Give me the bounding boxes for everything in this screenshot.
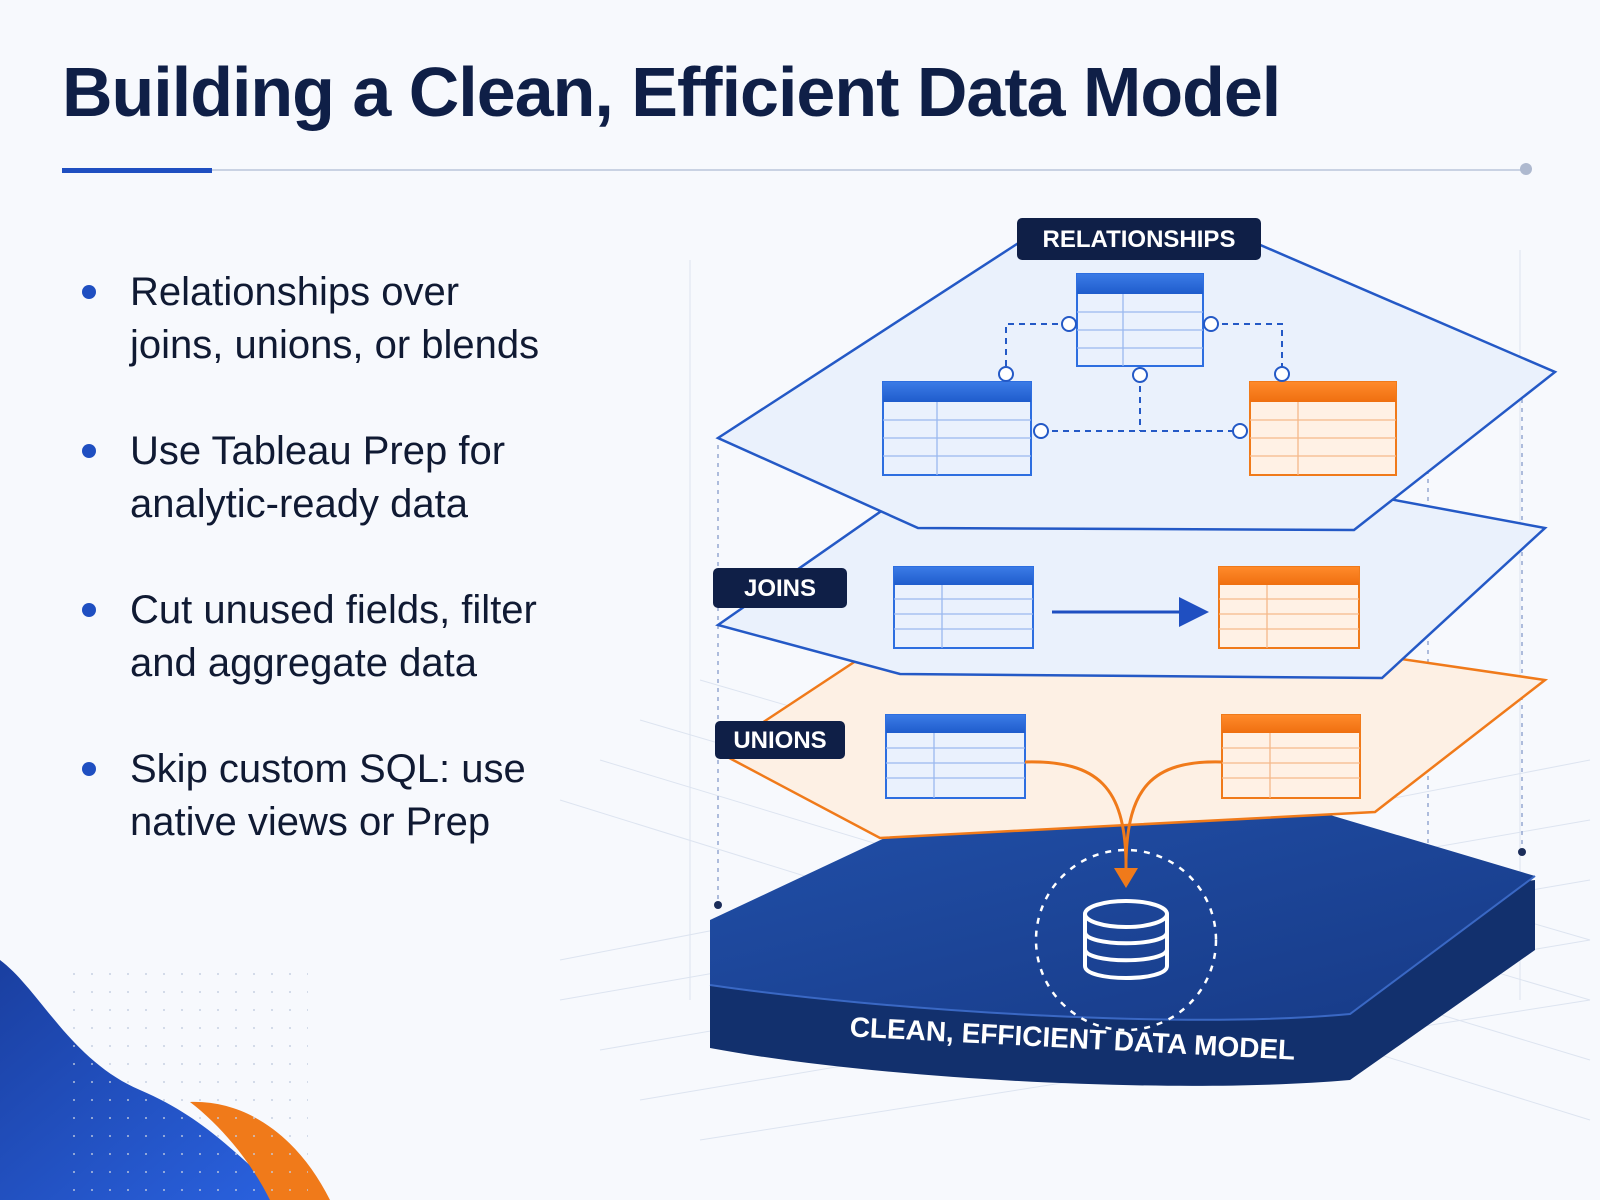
bullet-dot-icon: [82, 285, 96, 299]
relationship-connectors: [1005, 323, 1283, 432]
connector-nodes: [998, 316, 1290, 439]
bullet-line: Skip custom SQL: use: [130, 747, 526, 791]
unions-label: UNIONS: [733, 727, 826, 754]
bullet-item: Use Tableau Prep for analytic-ready data: [78, 425, 638, 531]
unions-blue-table: [885, 714, 1026, 799]
bullet-list: Relationships over joins, unions, or ble…: [78, 266, 638, 902]
base-platform: [709, 812, 1536, 1086]
unions-orange-table: [1221, 714, 1361, 799]
bullet-line: joins, unions, or blends: [130, 323, 540, 367]
guide-dot: [1518, 848, 1526, 856]
relationships-blue-table-top: [1076, 273, 1204, 367]
database-icon: [1083, 899, 1169, 980]
bullet-line: Use Tableau Prep for: [130, 429, 506, 473]
guide-dot: [714, 901, 722, 909]
bullet-item: Cut unused fields, filter and aggregate …: [78, 584, 638, 690]
bullet-line: Relationships over: [130, 270, 460, 314]
bullet-dot-icon: [82, 762, 96, 776]
title-divider-accent: [62, 168, 212, 173]
title-divider: [62, 169, 1530, 171]
unions-label-tag: [715, 721, 845, 759]
bullet-line: Cut unused fields, filter: [130, 588, 537, 632]
relationships-label: RELATIONSHIPS: [1043, 226, 1236, 253]
relationships-orange-table: [1249, 381, 1397, 476]
arrow-down-icon: [1114, 868, 1138, 888]
bullet-dot-icon: [82, 444, 96, 458]
bullet-dot-icon: [82, 603, 96, 617]
joins-label-tag: [713, 568, 847, 608]
relationships-label-tag: [1017, 218, 1261, 260]
joins-blue-table: [893, 566, 1034, 649]
relationships-blue-table-left: [882, 381, 1032, 476]
bullet-line: analytic-ready data: [130, 482, 468, 526]
page-title: Building a Clean, Efficient Data Model: [62, 53, 1281, 131]
bullet-line: native views or Prep: [130, 800, 491, 844]
bullet-line: and aggregate data: [130, 641, 477, 685]
joins-orange-table: [1218, 566, 1360, 649]
title-divider-end-dot: [1520, 163, 1532, 175]
joins-label: JOINS: [744, 575, 816, 602]
bullet-item: Relationships over joins, unions, or ble…: [78, 266, 638, 372]
bullet-item: Skip custom SQL: use native views or Pre…: [78, 743, 638, 849]
database-ring: [1034, 848, 1218, 1032]
decorative-wave: [0, 960, 330, 1200]
